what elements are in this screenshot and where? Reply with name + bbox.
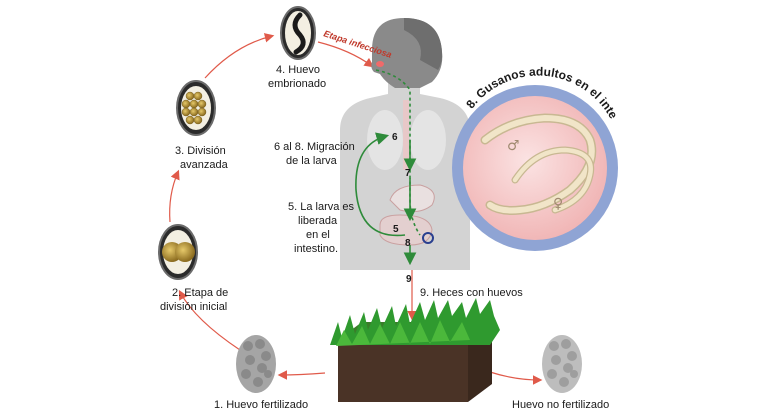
unfertilized-label: Huevo no fertilizado: [512, 399, 609, 411]
digestive-tract: [379, 184, 435, 246]
intestine-marker-icon: [422, 232, 434, 244]
stage4-egg-icon: [280, 6, 316, 60]
stage3-label-line1: 3. División: [175, 145, 226, 157]
human-body: [340, 18, 470, 270]
arrow-soil-to-1: [277, 370, 326, 380]
step-9-number: 9: [406, 274, 412, 285]
male-symbol-icon: ♂: [507, 138, 520, 154]
stage3-label-line2: avanzada: [180, 159, 229, 171]
arrow-2-to-3: [169, 169, 180, 223]
step-6-number: 6: [392, 132, 398, 143]
migration-label-line1: 6 al 8. Migración: [274, 141, 355, 153]
soil-block: [330, 298, 500, 402]
arrow-3-to-4: [204, 33, 275, 79]
fertilized-egg-icon: [236, 335, 276, 393]
stage5-label-line1: 5. La larva es: [288, 201, 355, 213]
feces-label: 9. Heces con huevos: [420, 287, 523, 299]
step-7-number: 7: [405, 168, 411, 179]
arrow-5-to-6-loop: [355, 132, 406, 237]
stage5-label-line4: intestino.: [294, 243, 338, 255]
stage5-label-line2: liberada: [298, 215, 338, 227]
migration-label-line2: de la larva: [286, 155, 338, 167]
female-symbol-icon: ♀: [553, 196, 563, 212]
arrow-1-to-2: [178, 289, 241, 351]
step-5-number: 5: [393, 224, 399, 235]
arrow-4-to-mouth: [317, 41, 374, 68]
stage2-label-line2: división inicial: [160, 301, 227, 313]
stage1-label: 1. Huevo fertilizado: [214, 399, 308, 411]
unfertilized-egg-icon: [542, 335, 582, 393]
migration-arrows: [355, 69, 421, 266]
step-8-number: 8: [405, 238, 411, 249]
stage5-label-line3: en el: [306, 229, 330, 241]
stage4-label-line2: embrionado: [268, 78, 326, 90]
intestine-zoom: ♂ ♀: [452, 85, 618, 251]
stage2-egg-icon: [158, 224, 198, 280]
stage4-label-line1: 4. Huevo: [276, 64, 320, 76]
stage3-egg-icon: [176, 80, 216, 136]
cycle-arrows: [169, 33, 543, 385]
stage2-label-line1: 2. Etapa de: [172, 287, 228, 299]
adult-worms-icon: [480, 113, 597, 215]
dashed-ingestion-path: [375, 69, 421, 236]
arrow-soil-to-unfertilized: [489, 371, 543, 385]
